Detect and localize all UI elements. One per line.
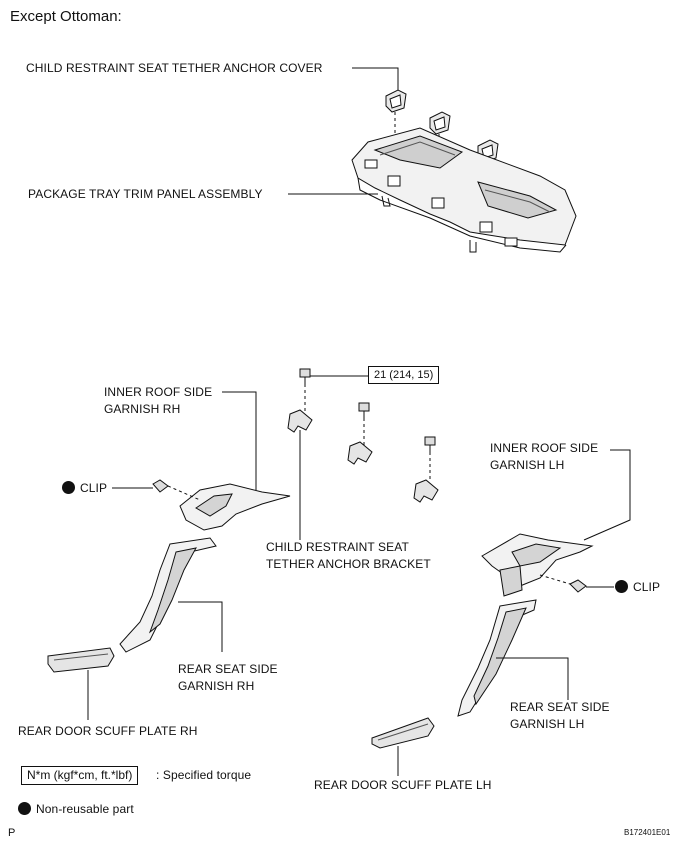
- leader-roof-rh: [222, 391, 257, 490]
- label-clip-right: CLIP: [615, 580, 660, 595]
- label-scuff-rh: REAR DOOR SCUFF PLATE RH: [18, 724, 198, 738]
- bolt-1: [299, 368, 311, 384]
- page-heading: Except Ottoman:: [10, 8, 122, 25]
- nonreusable-dot-icon: [62, 481, 75, 494]
- footer-figure-id: B172401E01: [624, 828, 671, 837]
- label-seat-lh-line2: GARNISH LH: [510, 717, 585, 731]
- clip-right-text: CLIP: [633, 580, 661, 594]
- bolt-2: [358, 402, 370, 418]
- anchor-bracket-2: [347, 441, 373, 465]
- label-roof-lh-line1: INNER ROOF SIDE: [490, 441, 599, 455]
- clip-right-part: [539, 574, 587, 593]
- bolt-3: [424, 436, 436, 452]
- label-package-tray: PACKAGE TRAY TRIM PANEL ASSEMBLY: [28, 187, 263, 201]
- rear-seat-garnish-rh: [119, 537, 217, 653]
- label-roof-rh-line1: INNER ROOF SIDE: [104, 385, 213, 399]
- torque-value-box: 21 (214, 15): [368, 366, 440, 384]
- label-roof-rh-line2: GARNISH RH: [104, 402, 181, 416]
- label-scuff-lh: REAR DOOR SCUFF PLATE LH: [314, 778, 492, 792]
- legend-nonreusable-text: Non-reusable part: [36, 802, 134, 816]
- leader-roof-lh: [583, 449, 631, 541]
- anchor-bracket-1: [287, 409, 313, 433]
- legend-torque-box: N*m (kgf*cm, ft.*lbf): [21, 766, 139, 785]
- nonreusable-dot-icon: [615, 580, 628, 593]
- clip-left-text: CLIP: [80, 481, 108, 495]
- scuff-plate-lh: [371, 717, 435, 749]
- label-seat-lh-line1: REAR SEAT SIDE: [510, 700, 610, 714]
- label-bracket-line1: CHILD RESTRAINT SEAT: [266, 540, 409, 554]
- legend-torque-desc: : Specified torque: [156, 768, 252, 782]
- rear-seat-garnish-lh: [457, 565, 537, 717]
- footer-left-code: P: [8, 827, 16, 839]
- label-seat-rh-line1: REAR SEAT SIDE: [178, 662, 278, 676]
- anchor-cover-2: [429, 111, 451, 135]
- anchor-bracket-3: [413, 479, 439, 503]
- scuff-plate-rh: [47, 647, 115, 673]
- label-roof-lh-line2: GARNISH LH: [490, 458, 565, 472]
- nonreusable-dot-icon: [18, 802, 31, 815]
- clip-left-part: [152, 479, 201, 501]
- label-bracket-line2: TETHER ANCHOR BRACKET: [266, 557, 431, 571]
- package-tray-panel: [351, 127, 577, 253]
- label-seat-rh-line2: GARNISH RH: [178, 679, 255, 693]
- leader-seat-lh: [496, 657, 569, 700]
- leader-anchor-cover: [352, 67, 399, 90]
- inner-roof-garnish-lh: [481, 533, 594, 587]
- legend-nonreusable: Non-reusable part: [18, 802, 134, 817]
- anchor-cover-1: [385, 89, 407, 113]
- label-anchor-cover: CHILD RESTRAINT SEAT TETHER ANCHOR COVER: [26, 61, 323, 75]
- leader-seat-rh: [178, 601, 223, 652]
- inner-roof-garnish-rh: [179, 483, 291, 531]
- label-clip-left: CLIP: [62, 481, 107, 496]
